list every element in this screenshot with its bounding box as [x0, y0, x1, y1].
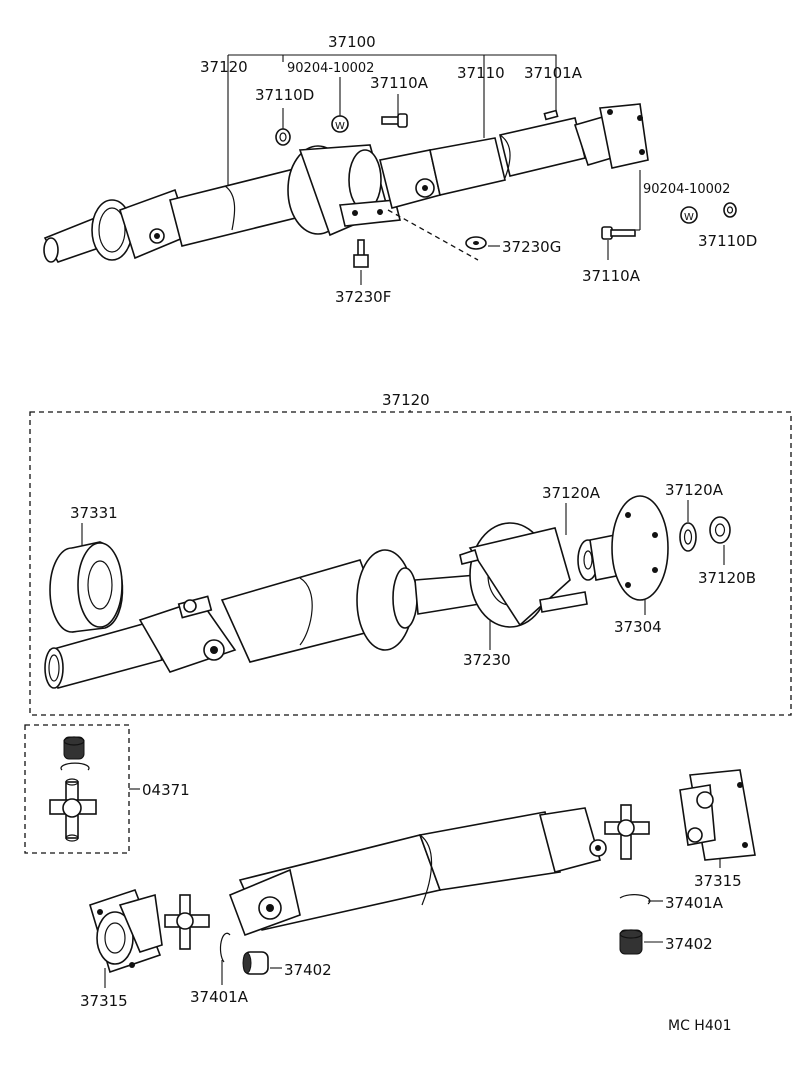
shaft-detail-group: 37120 37331	[29, 391, 792, 716]
center-bearing-top	[287, 144, 401, 237]
label-37402-right: 37402	[665, 935, 713, 953]
label-37120B: 37120B	[698, 569, 756, 587]
kit-snap-ring-icon	[60, 762, 90, 771]
bottom-tube	[228, 807, 607, 937]
front-slip-yoke	[43, 188, 191, 263]
label-37120A-1: 37120A	[542, 484, 601, 502]
kit-spider-icon	[49, 778, 97, 842]
right-snap-ring-icon	[619, 894, 651, 905]
top-assembly: 37100 37120 90204-10002 37110D 37110A 37…	[43, 33, 757, 306]
label-90204-right: 90204-10002	[643, 182, 730, 197]
kit-bearing-cup-icon	[63, 736, 85, 760]
label-37110: 37110	[457, 64, 505, 82]
detail-center-bearing	[459, 522, 588, 628]
assy-bracket	[228, 54, 557, 112]
label-37401A-left: 37401A	[190, 988, 249, 1006]
left-snap-ring-icon	[219, 932, 231, 963]
nut-top-icon	[275, 128, 291, 146]
right-bearing-cup-icon	[619, 929, 643, 955]
label-37230: 37230	[463, 651, 511, 669]
middle-joint	[379, 149, 441, 209]
label-37401A-right: 37401A	[665, 894, 724, 912]
rear-tube	[429, 117, 586, 196]
label-37101A: 37101A	[524, 64, 583, 82]
label-37230F: 37230F	[335, 288, 391, 306]
label-37120-detail: 37120	[382, 391, 430, 409]
label-37120-top: 37120	[200, 58, 248, 76]
svg-text:W: W	[684, 212, 694, 223]
diagram-code: MC H401	[668, 1018, 732, 1034]
right-spider-icon	[604, 804, 650, 860]
washer-w-right-icon	[680, 206, 698, 224]
bottom-exploded-shaft: 37315 37401A 37402 37315	[80, 769, 756, 1010]
label-37315-left: 37315	[80, 992, 128, 1010]
left-spider-icon	[164, 894, 210, 950]
label-37230G: 37230G	[502, 238, 561, 256]
label-37315-right: 37315	[694, 872, 742, 890]
spider-kit-group: 04371	[24, 724, 190, 854]
bolt-37230F-icon	[353, 239, 369, 268]
label-37120A-2: 37120A	[665, 481, 724, 499]
detail-front-yoke	[44, 595, 237, 689]
washer-w-top-icon	[331, 115, 349, 133]
detail-box	[29, 411, 792, 716]
label-37110A-right: 37110A	[582, 267, 641, 285]
spider-kit-box	[24, 724, 130, 854]
rear-flange-yoke	[543, 103, 649, 169]
detail-flange-yoke	[589, 495, 669, 601]
label-37402-left: 37402	[284, 961, 332, 979]
label-37110A-top: 37110A	[370, 74, 429, 92]
label-37100: 37100	[328, 33, 376, 51]
detail-tube	[220, 549, 418, 663]
svg-text:W: W	[335, 121, 345, 132]
washer-a2-icon	[679, 522, 697, 552]
left-flange-yoke-icon	[89, 888, 163, 974]
label-90204-top: 90204-10002	[287, 61, 374, 76]
nut-37120B-icon	[709, 516, 731, 544]
dust-cover-icon	[49, 541, 124, 633]
left-bearing-cup-icon	[242, 951, 269, 975]
label-37331: 37331	[70, 504, 118, 522]
label-04371: 04371	[142, 781, 190, 799]
label-37110D-right: 37110D	[698, 232, 757, 250]
bolt-right-icon	[601, 226, 636, 240]
label-37110D-top: 37110D	[255, 86, 314, 104]
nut-right-icon	[723, 202, 737, 218]
right-flange-yoke-icon	[679, 769, 756, 861]
bolt-top-icon	[381, 113, 408, 128]
label-37304: 37304	[614, 618, 662, 636]
